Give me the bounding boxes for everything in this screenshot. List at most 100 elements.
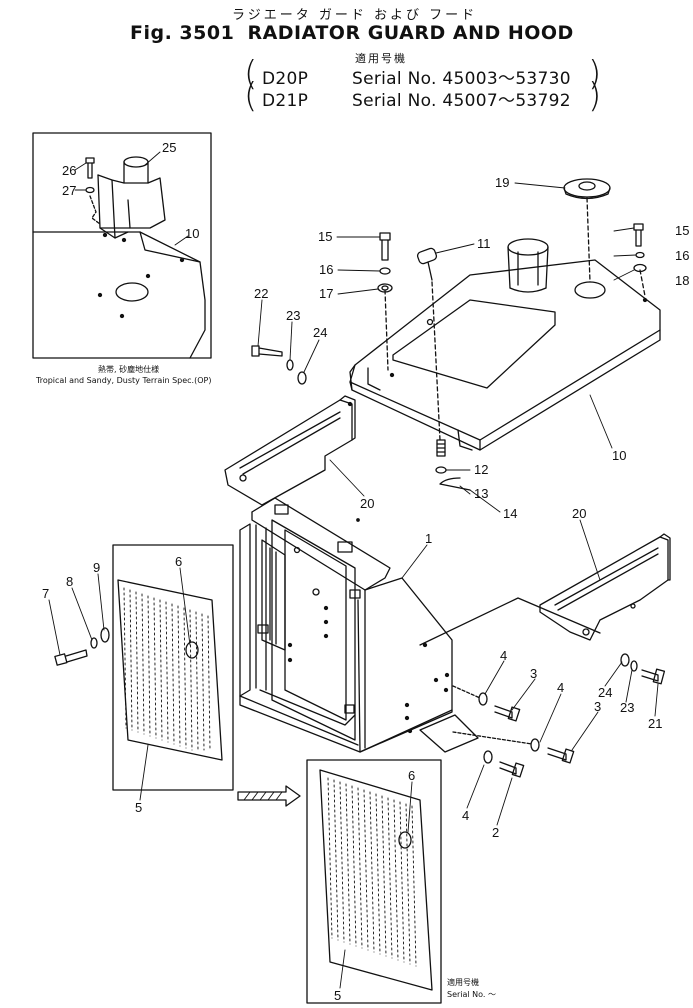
callout-3-top: 3 — [530, 666, 537, 681]
bottom-grille — [319, 769, 433, 991]
callout-4-top: 4 — [500, 648, 507, 663]
latch-stud-12 — [436, 439, 446, 457]
callout-6-left: 6 — [175, 554, 182, 569]
inset-bolt-26 — [85, 157, 95, 179]
washer-4-upper — [478, 692, 488, 706]
callout-4-bottom: 4 — [462, 808, 469, 823]
serial-range: Serial No. 45007～53792 — [352, 91, 571, 111]
applicability-label: 適用号機 — [355, 52, 407, 65]
bolt-3-upper — [494, 705, 521, 722]
grille-inset-bottom — [306, 759, 442, 1004]
bolt-15-right — [633, 223, 644, 247]
callout-26: 26 — [62, 163, 76, 178]
direction-arrow — [237, 785, 301, 807]
callout-3-mid: 3 — [594, 699, 601, 714]
hood-recess — [392, 299, 556, 389]
model-row-d20p: D20P Serial No. 45003～53730 — [262, 64, 571, 89]
washer-8 — [90, 637, 98, 649]
callout-24: 24 — [313, 325, 327, 340]
washer-23 — [286, 359, 294, 371]
precleaner-cap — [563, 178, 611, 200]
callout-18: 18 — [675, 273, 689, 288]
hood-hole — [574, 281, 606, 299]
tropical-inset — [32, 132, 212, 359]
callout-15-hood: 15 — [318, 229, 332, 244]
callout-4-mid: 4 — [557, 680, 564, 695]
callout-15-right: 15 — [675, 223, 689, 238]
bottom-inset-label-jp: 適用号機 — [447, 978, 479, 987]
callout-7: 7 — [42, 586, 49, 601]
support-bracket-right — [539, 533, 671, 641]
pin-13 — [439, 477, 471, 491]
callout-17: 17 — [319, 286, 333, 301]
callout-23-right: 23 — [620, 700, 634, 715]
figure-number: Fig. 3501 — [130, 22, 235, 44]
model-row-d21p: D21P Serial No. 45007～53792 — [262, 86, 571, 111]
install-lines — [384, 197, 646, 441]
callout-2: 2 — [492, 825, 499, 840]
callout-27: 27 — [62, 183, 76, 198]
callout-11: 11 — [477, 236, 491, 251]
hood-latch-11 — [416, 247, 438, 281]
precleaner-guard — [97, 156, 166, 243]
right-paren-1: ) — [588, 54, 602, 94]
washer-24 — [297, 371, 307, 385]
model-name: D21P — [262, 91, 309, 111]
callout-20-left: 20 — [360, 496, 374, 511]
callout-9: 9 — [93, 560, 100, 575]
callout-23: 23 — [286, 308, 300, 323]
callout-6-bottom: 6 — [408, 768, 415, 783]
figure-title: Fig. 3501 RADIATOR GUARD AND HOOD — [130, 22, 574, 44]
callout-13: 13 — [474, 486, 488, 501]
callout-24-right: 24 — [598, 685, 612, 700]
figure-name: RADIATOR GUARD AND HOOD — [247, 22, 574, 44]
washer-17 — [377, 283, 393, 293]
grille-inset-left — [112, 544, 234, 791]
callout-12: 12 — [474, 462, 488, 477]
radiator-guard — [239, 497, 479, 753]
inset-hood-hole — [115, 282, 149, 302]
callout-25: 25 — [162, 140, 176, 155]
bolt-22 — [251, 345, 283, 357]
bracket-tie-line — [419, 597, 601, 646]
callout-1: 1 — [425, 531, 432, 546]
front-grille — [117, 579, 223, 761]
bolt-3-lower — [547, 747, 575, 764]
inset-washer-27 — [85, 186, 95, 194]
callout-14: 14 — [503, 506, 517, 521]
callout-5-bottom: 5 — [334, 988, 341, 1003]
bolt-21 — [641, 668, 666, 685]
bottom-inset-frame — [306, 759, 442, 1004]
inset-caption-jp: 熱帯, 砂塵地仕様 — [98, 365, 160, 374]
bolt-2 — [499, 761, 525, 778]
bottom-inset-label-en: Serial No. ～ — [447, 990, 497, 999]
callout-5-left: 5 — [135, 800, 142, 815]
callout-22: 22 — [254, 286, 268, 301]
japanese-title: ラジエータ ガード および フード — [232, 8, 478, 23]
left-paren-1: ( — [244, 54, 258, 94]
right-paren-2: ) — [588, 76, 602, 116]
callout-20-right: 20 — [572, 506, 586, 521]
callout-numbers: 26 27 25 10 19 15 11 15 16 16 17 18 22 2… — [42, 140, 689, 1003]
callout-10-inset: 10 — [185, 226, 199, 241]
callout-8: 8 — [66, 574, 73, 589]
serial-range: Serial No. 45003～53730 — [352, 69, 571, 89]
callout-19: 19 — [495, 175, 509, 190]
inset-frame — [32, 132, 212, 359]
inset-hood — [32, 231, 206, 359]
hood-stack — [507, 238, 549, 293]
callout-10-hood: 10 — [612, 448, 626, 463]
washer-12 — [435, 466, 447, 474]
callout-16-right: 16 — [675, 248, 689, 263]
hood — [349, 238, 661, 451]
callout-21: 21 — [648, 716, 662, 731]
washer-18 — [633, 263, 647, 273]
bolt-15-hood — [379, 232, 391, 261]
callout-16-hood: 16 — [319, 262, 333, 277]
washer-9 — [100, 627, 110, 643]
model-name: D20P — [262, 69, 309, 89]
washer-4-bottom — [483, 750, 493, 764]
washer-4-lower — [530, 738, 540, 752]
left-paren-2: ( — [244, 76, 258, 116]
